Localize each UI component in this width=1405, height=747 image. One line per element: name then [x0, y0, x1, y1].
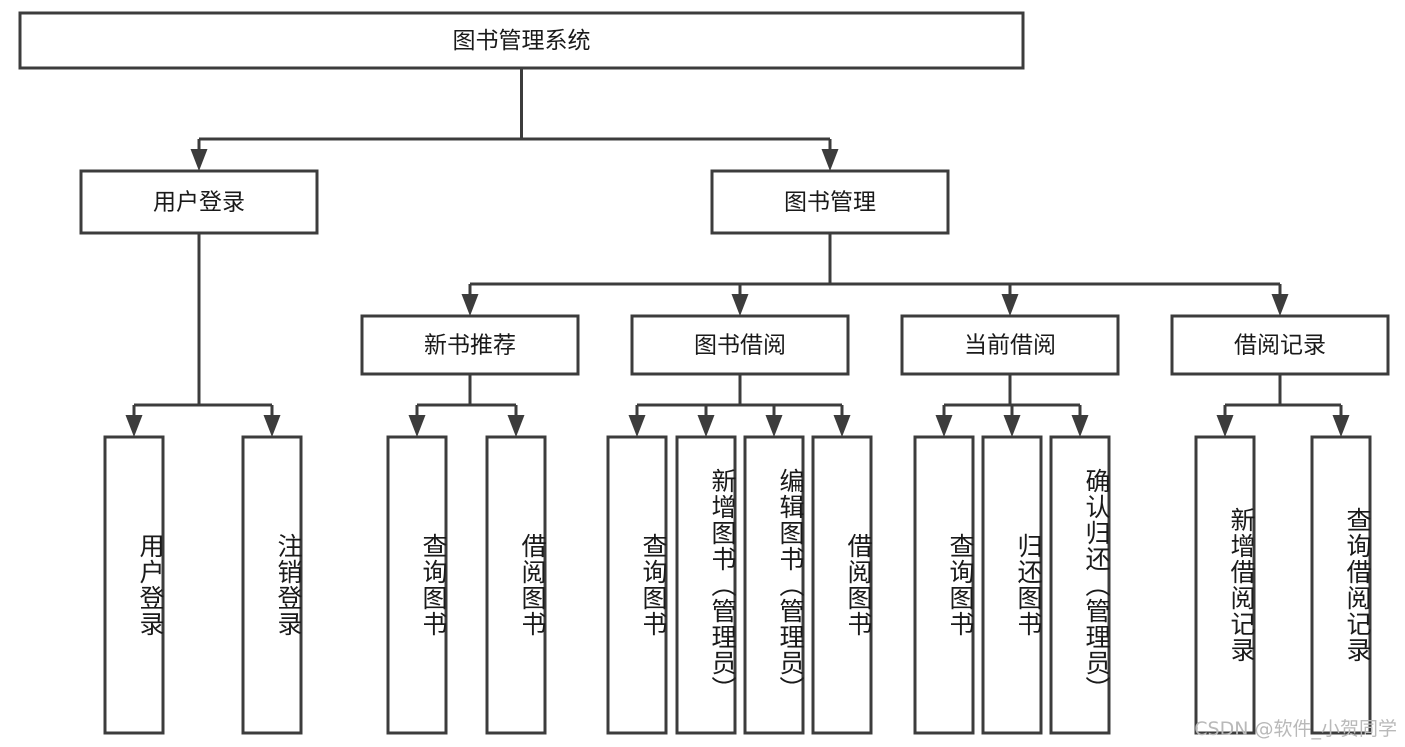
connector-layer — [125, 68, 1350, 437]
node-box-leaf_10[interactable] — [1049, 435, 1111, 735]
node-box-leaf_0[interactable] — [103, 435, 165, 735]
node-box-layer — [18, 11, 1390, 735]
arrow-head-icon — [731, 294, 749, 316]
arrow-head-icon — [1001, 294, 1019, 316]
node-box-leaf_4[interactable] — [606, 435, 668, 735]
node-box-leaf_6[interactable] — [743, 435, 805, 735]
node-label-l3_0: 新书推荐 — [424, 333, 516, 359]
node-box-leaf_5[interactable] — [675, 435, 737, 735]
arrow-head-icon — [628, 415, 646, 437]
node-box-l3_3[interactable] — [1170, 314, 1390, 376]
node-label-l2_1: 图书管理 — [784, 190, 876, 216]
arrow-head-icon — [1332, 415, 1350, 437]
node-box-leaf_12[interactable] — [1310, 435, 1372, 735]
node-box-leaf_1[interactable] — [241, 435, 303, 735]
node-box-leaf_7[interactable] — [811, 435, 873, 735]
node-box-l2_0[interactable] — [79, 169, 319, 235]
arrow-head-icon — [1216, 415, 1234, 437]
arrow-head-icon — [507, 415, 525, 437]
node-label-l3_3: 借阅记录 — [1234, 333, 1326, 359]
arrow-head-icon — [1003, 415, 1021, 437]
node-box-root[interactable] — [18, 11, 1025, 70]
node-box-l3_2[interactable] — [900, 314, 1120, 376]
arrow-head-icon — [1271, 294, 1289, 316]
node-label-l3_1: 图书借阅 — [694, 333, 786, 359]
arrow-head-icon — [125, 415, 143, 437]
arrow-head-icon — [1071, 415, 1089, 437]
node-box-leaf_9[interactable] — [981, 435, 1043, 735]
node-box-leaf_2[interactable] — [386, 435, 448, 735]
node-label-l3_2: 当前借阅 — [964, 333, 1056, 359]
arrow-head-icon — [765, 415, 783, 437]
node-box-leaf_3[interactable] — [485, 435, 547, 735]
node-label-root: 图书管理系统 — [453, 28, 591, 54]
arrow-head-icon — [935, 415, 953, 437]
arrow-head-icon — [190, 149, 208, 171]
node-box-l2_1[interactable] — [710, 169, 950, 235]
node-label-l2_0: 用户登录 — [153, 190, 245, 216]
arrow-head-icon — [697, 415, 715, 437]
watermark-text: CSDN @软件_小贺同学 — [1194, 718, 1397, 740]
node-box-l3_1[interactable] — [630, 314, 850, 376]
node-box-l3_0[interactable] — [360, 314, 580, 376]
arrow-head-icon — [833, 415, 851, 437]
arrow-head-icon — [263, 415, 281, 437]
arrow-head-icon — [461, 294, 479, 316]
arrow-head-icon — [821, 149, 839, 171]
node-box-leaf_11[interactable] — [1194, 435, 1256, 735]
arrow-head-icon — [408, 415, 426, 437]
node-box-leaf_8[interactable] — [913, 435, 975, 735]
